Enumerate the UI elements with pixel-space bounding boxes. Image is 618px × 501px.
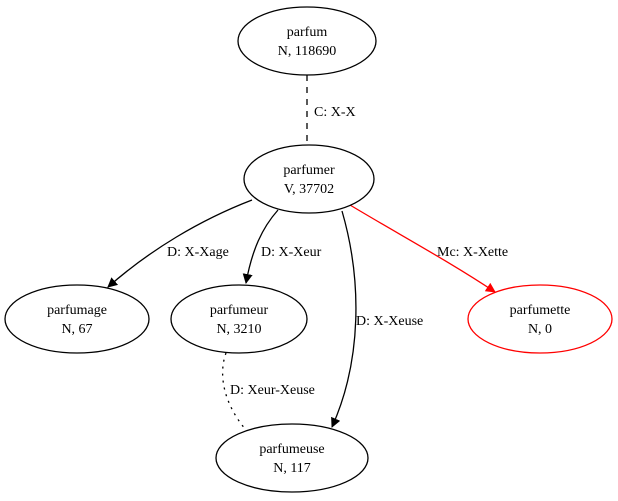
edge-label-parfumer-parfumeuse: D: X-Xeuse (356, 314, 423, 329)
node-ellipse-parfumer[interactable] (243, 144, 375, 214)
node-parfum[interactable]: parfum N, 118690 (237, 6, 377, 76)
node-word-parfumeur: parfumeur (210, 303, 269, 318)
edge-label-parfumer-parfumage: D: X-Xage (167, 245, 229, 260)
node-parfumeur[interactable]: parfumeur N, 3210 (170, 284, 308, 354)
edge-parfumer-parfumeur: D: X-Xeur (242, 209, 322, 284)
node-word-parfumer: parfumer (283, 163, 335, 178)
node-info-parfumeuse: N, 117 (273, 461, 311, 476)
node-word-parfumette: parfumette (510, 303, 571, 318)
edge-line-parfumer-parfumage (107, 199, 253, 288)
edge-label-parfumeur-parfumeuse: D: Xeur-Xeuse (230, 383, 315, 398)
edge-parfumer-parfumette: Mc: X-Xette (349, 204, 508, 293)
node-info-parfumette: N, 0 (528, 322, 552, 337)
node-ellipse-parfumeuse[interactable] (215, 423, 369, 493)
node-ellipse-parfum[interactable] (237, 6, 377, 76)
edge-parfumeur-parfumeuse: D: Xeur-Xeuse (221, 352, 315, 431)
node-parfumeuse[interactable]: parfumeuse N, 117 (215, 423, 369, 493)
edge-parfumer-parfumage: D: X-Xage (107, 199, 253, 288)
nodes-layer: parfum N, 118690 parfumer V, 37702 parfumage… (4, 6, 613, 493)
node-ellipse-parfumeur[interactable] (170, 284, 308, 354)
node-word-parfum: parfum (287, 25, 328, 40)
node-info-parfum: N, 118690 (278, 44, 337, 59)
node-word-parfumeuse: parfumeuse (259, 442, 324, 457)
edges-layer: C: X-X D: X-Xage D: X-Xeur D: X-Xeuse Mc: X-… (107, 75, 508, 431)
node-info-parfumer: V, 37702 (284, 182, 334, 197)
edge-label-parfumer-parfumeur: D: X-Xeur (261, 245, 322, 260)
node-parfumage[interactable]: parfumage N, 67 (4, 284, 150, 354)
edge-line-parfumeur-parfumeuse (221, 352, 247, 431)
edge-line-parfumer-parfumeur (242, 209, 279, 284)
edge-label-parfumer-parfumette: Mc: X-Xette (437, 245, 508, 260)
node-word-parfumage: parfumage (47, 303, 107, 318)
node-parfumette[interactable]: parfumette N, 0 (467, 284, 613, 354)
edge-parfum-parfumer: C: X-X (306, 75, 356, 145)
edge-parfumer-parfumeuse: D: X-Xeuse (331, 210, 423, 428)
node-info-parfumeur: N, 3210 (216, 322, 261, 337)
edge-line-parfumer-parfumeuse (331, 210, 357, 428)
node-info-parfumage: N, 67 (61, 322, 92, 337)
edge-line-parfumer-parfumette (349, 204, 496, 293)
node-ellipse-parfumage[interactable] (4, 284, 150, 354)
node-parfumer[interactable]: parfumer V, 37702 (243, 144, 375, 214)
node-ellipse-parfumette[interactable] (467, 284, 613, 354)
edge-label-parfum-parfumer: C: X-X (314, 105, 356, 120)
